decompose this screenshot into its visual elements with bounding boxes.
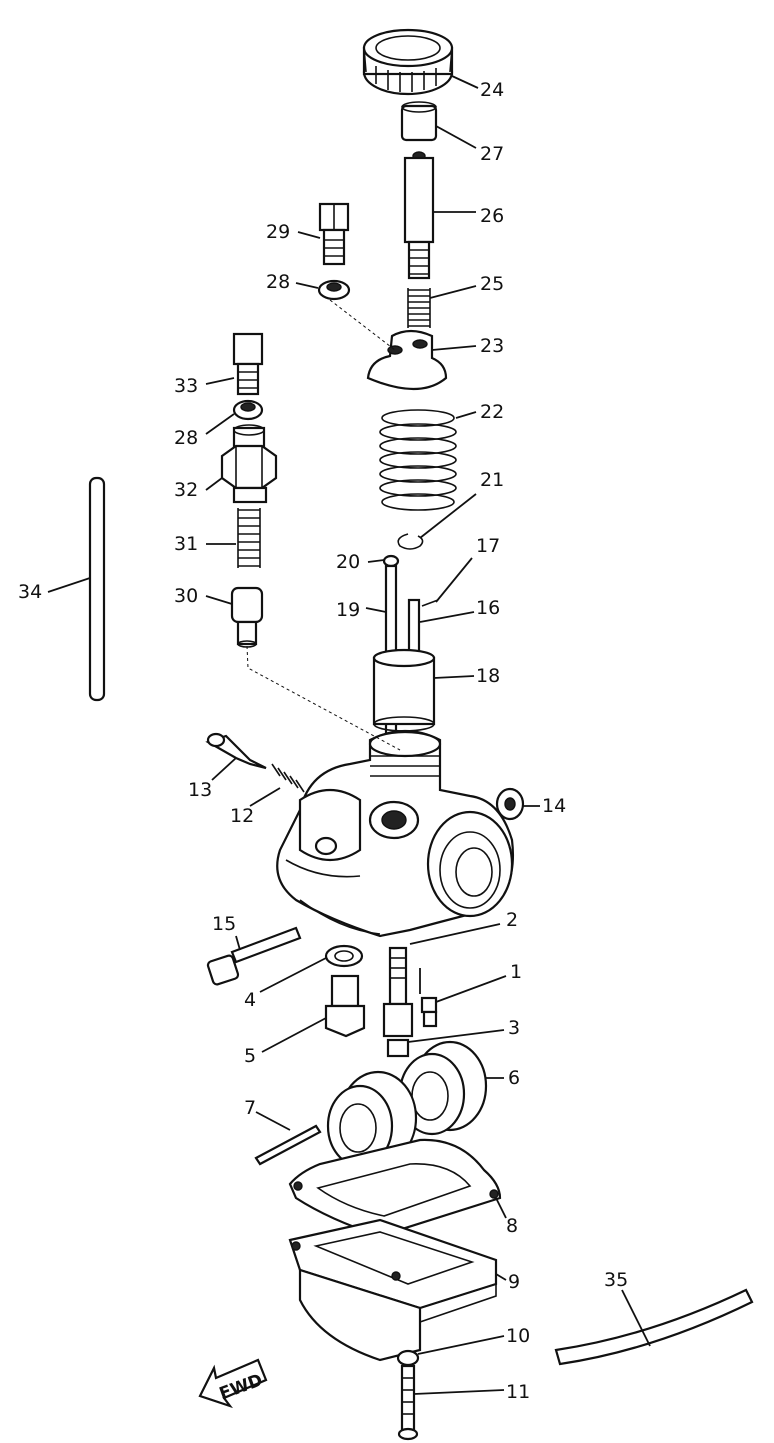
callout-23: 23 <box>480 335 504 357</box>
part-6-float-lower <box>326 1070 418 1168</box>
part-9-float-chamber <box>288 1218 498 1362</box>
part-30-starter-plunger <box>230 586 264 648</box>
part-17-pin <box>421 599 439 607</box>
fwd-direction-arrow: FWD <box>198 1358 268 1409</box>
callout-17: 17 <box>476 535 500 557</box>
part-16-stopper <box>407 598 421 658</box>
callout-28-starter: 28 <box>174 427 198 449</box>
callout-22: 22 <box>480 401 504 423</box>
part-10-washer <box>396 1349 420 1367</box>
callout-15: 15 <box>212 913 236 935</box>
callout-11: 11 <box>506 1381 530 1403</box>
callout-5: 5 <box>244 1045 256 1067</box>
part-20-retainer <box>382 554 400 568</box>
callout-27: 27 <box>480 143 504 165</box>
part-28-nut <box>317 279 351 301</box>
part-26-adjuster <box>403 151 435 280</box>
part-18-throttle-valve <box>372 648 436 732</box>
callout-1: 1 <box>510 961 522 983</box>
callout-16: 16 <box>476 597 500 619</box>
part-8-gasket <box>288 1138 502 1251</box>
callout-19: 19 <box>336 599 360 621</box>
part-23-chamber-top <box>366 329 448 391</box>
callout-20: 20 <box>336 551 360 573</box>
callout-13: 13 <box>188 779 212 801</box>
callout-3: 3 <box>508 1017 520 1039</box>
callout-6: 6 <box>508 1067 520 1089</box>
part-24-top-cap <box>362 28 454 96</box>
part-31-spring <box>237 508 261 568</box>
callout-7: 7 <box>244 1097 256 1119</box>
callout-29: 29 <box>266 221 290 243</box>
part-28-nut-starter <box>232 399 264 421</box>
callout-4: 4 <box>244 989 256 1011</box>
part-11-drain-screw <box>397 1364 419 1441</box>
part-7-float-pin <box>254 1124 322 1166</box>
leader-lines <box>47 75 651 1395</box>
callout-18: 18 <box>476 665 500 687</box>
callout-12: 12 <box>230 805 254 827</box>
callout-21: 21 <box>480 469 504 491</box>
callouts: 24 27 26 29 28 25 23 33 28 22 32 21 34 3… <box>18 79 628 1403</box>
part-12-spring <box>271 763 305 793</box>
alignment-lines <box>246 299 401 751</box>
callout-33: 33 <box>174 375 198 397</box>
callout-32: 32 <box>174 479 198 501</box>
callout-9: 9 <box>508 1271 520 1293</box>
callout-28: 28 <box>266 271 290 293</box>
part-35-hose <box>554 1288 754 1366</box>
part-13-pilot-screw <box>205 732 267 770</box>
part-34-tube <box>88 476 106 702</box>
callout-2: 2 <box>506 909 518 931</box>
part-carburetor-body <box>276 730 514 938</box>
callout-26: 26 <box>480 205 504 227</box>
part-22-throttle-spring <box>379 409 457 511</box>
part-21-clip <box>397 533 424 550</box>
part-27-cap <box>400 101 438 142</box>
part-14-plug <box>495 787 525 821</box>
callout-14: 14 <box>542 795 566 817</box>
callout-8: 8 <box>506 1215 518 1237</box>
part-32-plunger-cap <box>220 424 278 504</box>
callout-24: 24 <box>480 79 504 101</box>
part-1-pilot-jet <box>420 996 438 1028</box>
part-25-spring <box>407 288 431 328</box>
part-15-long-screw <box>206 926 302 986</box>
part-29-bolt <box>318 202 350 266</box>
callout-34: 34 <box>18 581 42 603</box>
callout-30: 30 <box>174 585 198 607</box>
callout-35: 35 <box>604 1269 628 1291</box>
callout-10: 10 <box>506 1325 530 1347</box>
part-33-bolt <box>232 332 264 396</box>
callout-31: 31 <box>174 533 198 555</box>
callout-25: 25 <box>480 273 504 295</box>
part-3-valve-seat <box>386 1038 410 1058</box>
part-5-jet-holder <box>324 974 366 1038</box>
part-4-washer <box>324 944 364 968</box>
part-2-needle-jet <box>382 946 414 1038</box>
